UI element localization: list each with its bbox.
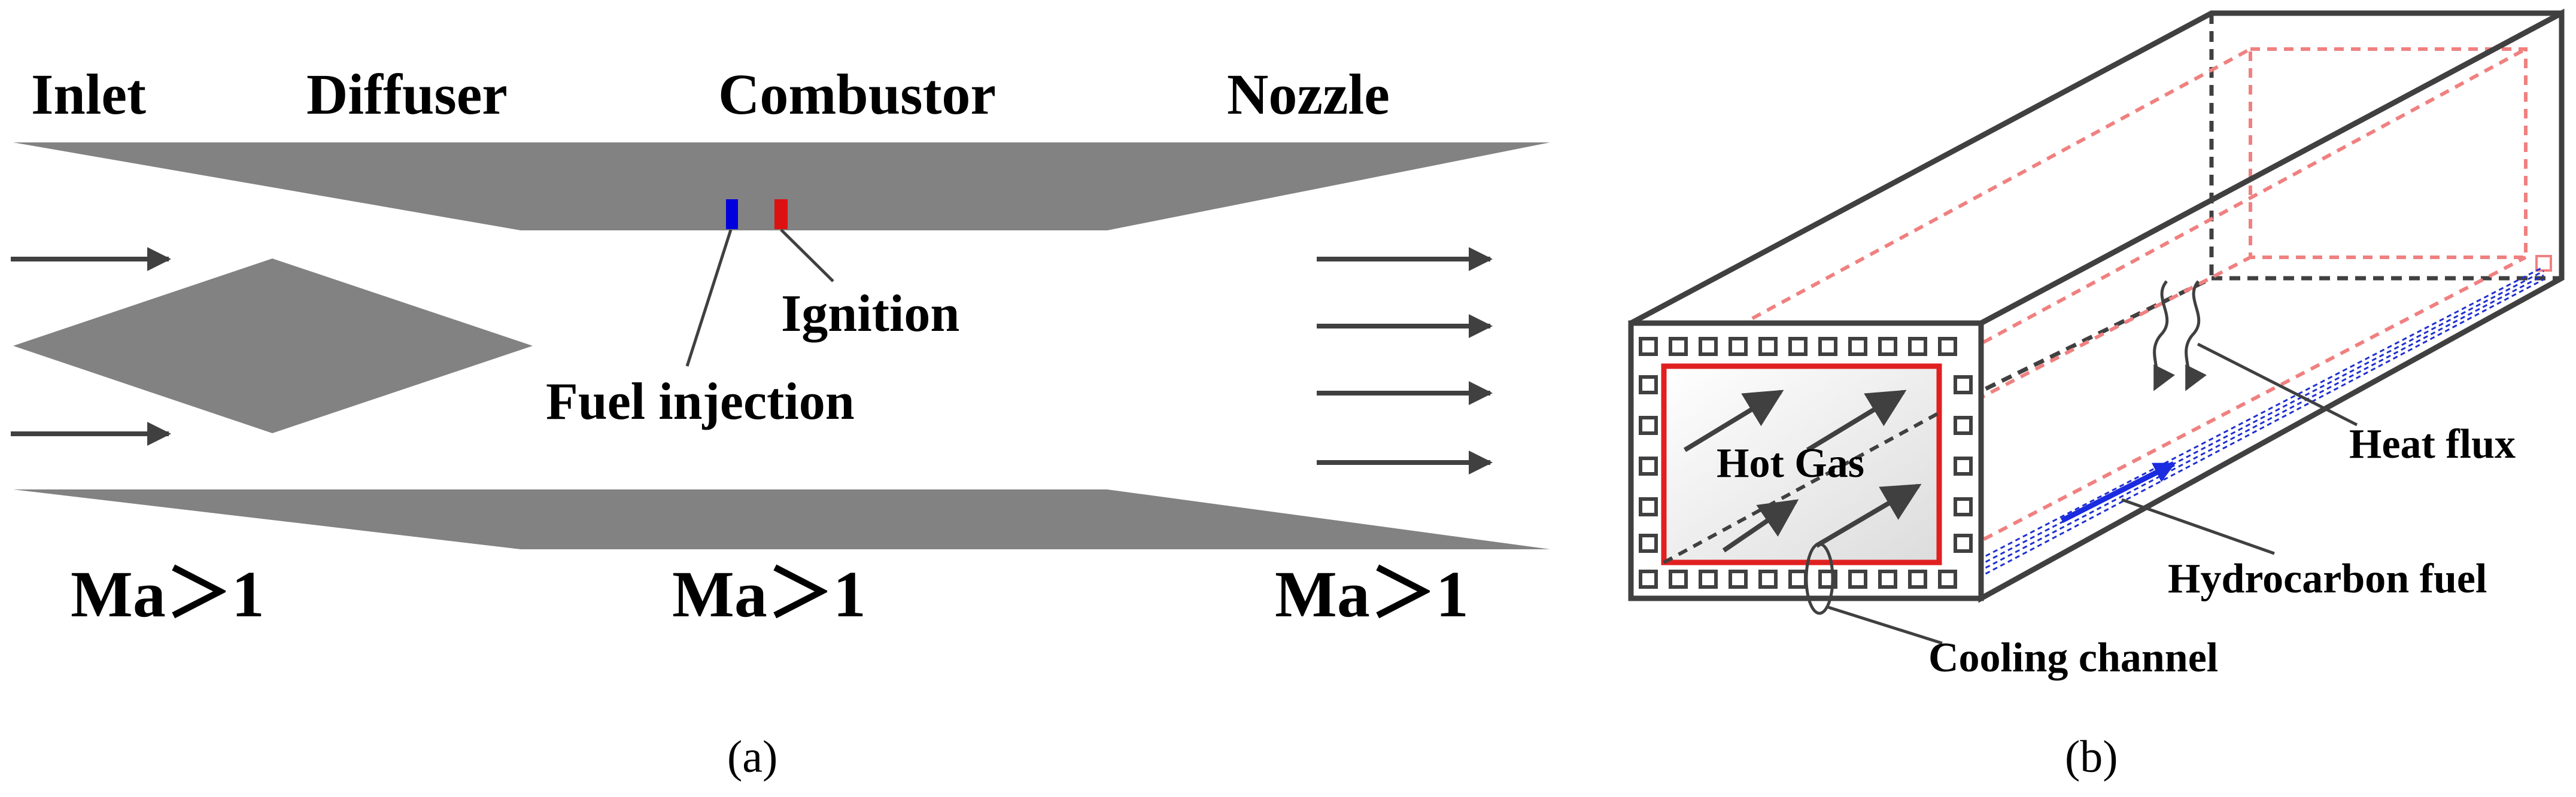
- hot-gas-arrows: [1683, 390, 1922, 553]
- center-body: [13, 258, 533, 433]
- diagonal-hidden-edge: [1663, 411, 1940, 564]
- caption-a: (a): [727, 732, 777, 782]
- mach-label-combustor: Ma＞1: [672, 558, 866, 631]
- label-hot-gas: Hot Gas: [1717, 440, 1864, 486]
- ignition-leader: [780, 229, 834, 282]
- label-heat-flux: Heat flux: [2349, 421, 2516, 467]
- igniter: [774, 199, 788, 229]
- fuel-injector: [726, 199, 738, 229]
- label-hydrocarbon-fuel: Hydrocarbon fuel: [2168, 556, 2487, 602]
- label-nozzle: Nozzle: [1227, 62, 1390, 126]
- caption-b: (b): [2065, 732, 2118, 782]
- fuel-channel-lines: [1955, 266, 2544, 591]
- label-combustor: Combustor: [718, 62, 996, 126]
- hydrocarbon-fuel-leader: [2121, 498, 2275, 555]
- cooling-channel-highlight: [1805, 542, 1834, 615]
- inlet-flow-arrows: [11, 247, 171, 446]
- hidden-combustor-edges: [1663, 47, 2528, 564]
- mach-label-inlet: Ma＞1: [71, 558, 265, 631]
- mach-label-nozzle: Ma＞1: [1275, 558, 1469, 631]
- exhaust-flow-arrows: [1317, 247, 1493, 474]
- fuel-flow-arrow: [2060, 461, 2176, 524]
- heat-flux-leader: [2197, 342, 2358, 427]
- cooling-channel-leader: [1828, 606, 1943, 645]
- label-fuel-injection: Fuel injection: [546, 373, 855, 431]
- panel-a: Inlet Diffuser Combustor Nozzle Ignition…: [11, 62, 1550, 782]
- back-channel-outline: [2535, 255, 2552, 272]
- label-cooling-channel: Cooling channel: [1928, 635, 2218, 681]
- cooling-channels: [1639, 337, 1973, 589]
- label-ignition: Ignition: [781, 285, 959, 343]
- panel-b: Hot Gas Cooling channel Heat flux Hydroc…: [1628, 8, 2565, 782]
- label-diffuser: Diffuser: [306, 62, 508, 126]
- fuel-injection-leader: [685, 229, 733, 367]
- heat-flux-arrows: [2153, 280, 2207, 391]
- upper-wall: [13, 142, 1550, 230]
- label-inlet: Inlet: [31, 62, 146, 126]
- lower-wall: [13, 489, 1550, 549]
